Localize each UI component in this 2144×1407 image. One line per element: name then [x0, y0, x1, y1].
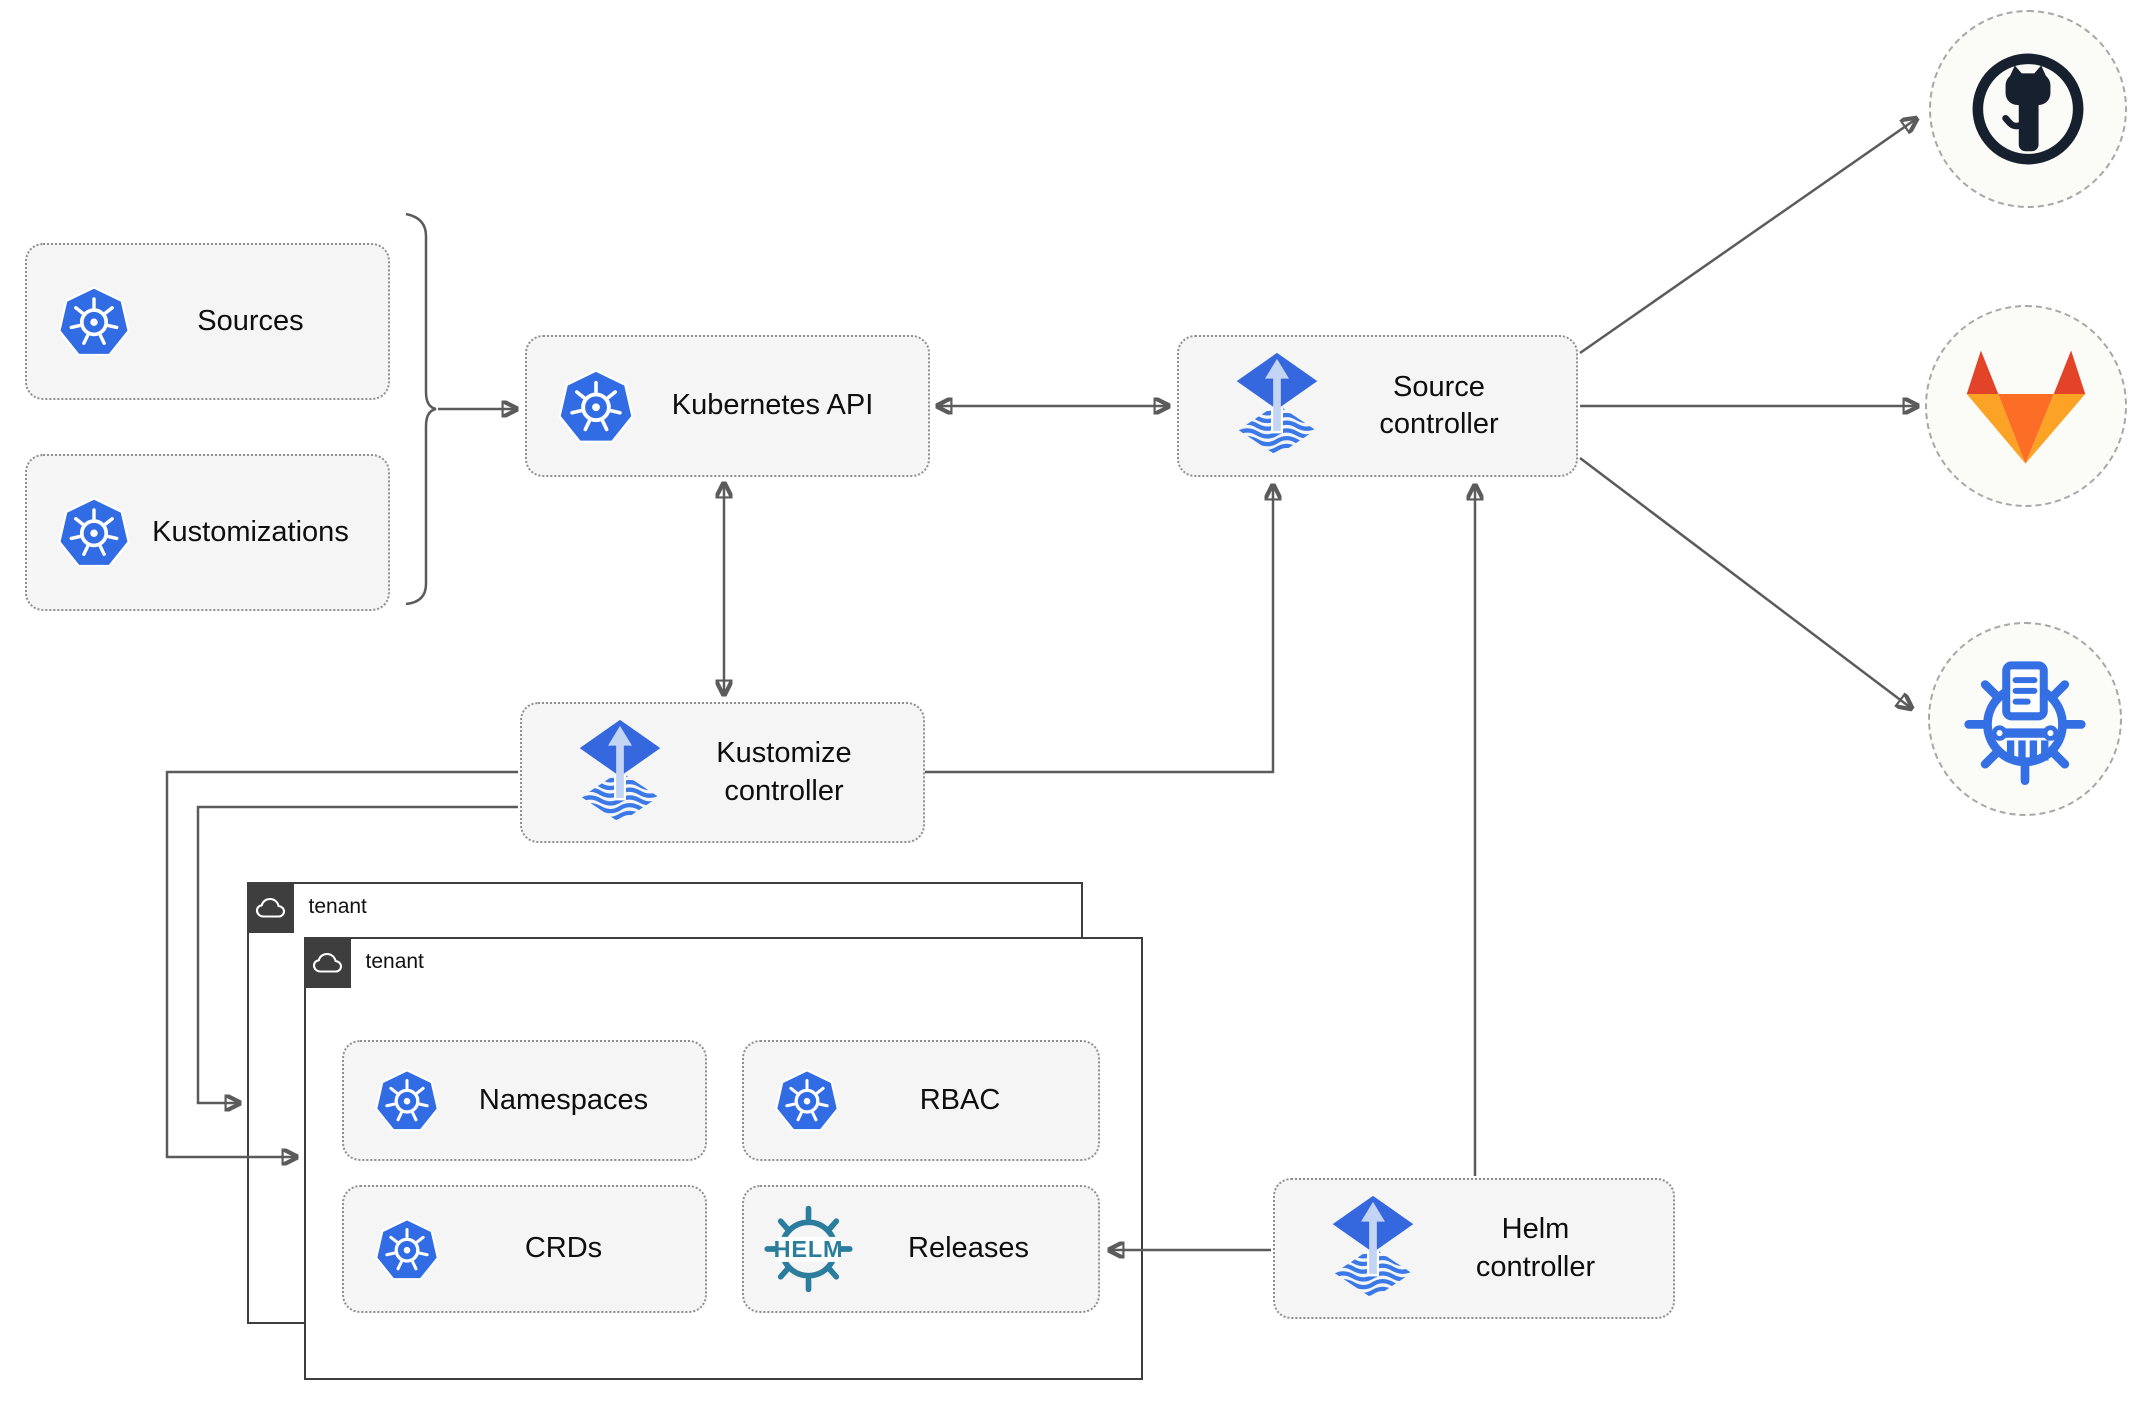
node-source-controller: Source controller [1177, 335, 1578, 477]
endpoint-chartmuseum [1928, 622, 2122, 816]
node-crds: CRDs [342, 1185, 707, 1313]
node-releases: HELM Releases [742, 1185, 1100, 1313]
node-namespaces-label: Namespaces [478, 1083, 649, 1116]
node-helm-controller-label: Helm controller [1475, 1213, 1596, 1283]
node-namespaces: Namespaces [342, 1040, 707, 1161]
node-releases-label: Releases [908, 1232, 1029, 1265]
endpoint-github [1929, 10, 2127, 208]
edge-brace [405, 212, 437, 606]
kubernetes-icon [557, 368, 635, 444]
node-kustomizations: Kustomizations [25, 454, 390, 611]
endpoint-gitlab [1925, 305, 2127, 507]
edge-source-to-chartmuseum [1579, 457, 1911, 708]
node-kubernetes-api-label: Kubernetes API [671, 389, 874, 422]
chartmuseum-icon [1958, 652, 2092, 786]
cloud-icon [312, 952, 342, 973]
flux-icon [577, 719, 663, 827]
kubernetes-icon [57, 286, 131, 357]
kubernetes-icon [774, 1069, 840, 1132]
node-crds-label: CRDs [524, 1232, 603, 1265]
node-rbac: RBAC [742, 1040, 1100, 1161]
tenant-inner-label: tenant [365, 949, 424, 973]
tenant-outer-header: tenant [246, 881, 367, 933]
edge-source-to-github [1579, 119, 1916, 355]
node-kustomize-controller: Kustomize controller [520, 702, 925, 843]
node-kubernetes-api: Kubernetes API [525, 335, 930, 477]
edge-kustomize-to-source-controller [925, 486, 1273, 774]
node-sources: Sources [25, 243, 390, 400]
cloud-icon [255, 897, 285, 918]
flux-icon [1330, 1195, 1416, 1303]
node-rbac-label: RBAC [919, 1083, 1001, 1116]
github-icon [1962, 43, 2094, 175]
tenant-outer-label: tenant [308, 894, 367, 918]
helm-wheel-text: HELM [774, 1236, 844, 1262]
gitlab-icon [1966, 350, 2086, 464]
tenant-outer-tab [246, 881, 294, 933]
node-kustomize-controller-label: Kustomize controller [716, 737, 852, 807]
node-kustomizations-label: Kustomizations [152, 515, 349, 548]
node-source-controller-label: Source controller [1379, 370, 1499, 440]
node-sources-label: Sources [197, 304, 304, 337]
flux-icon [1234, 352, 1320, 460]
tenant-inner-tab [303, 936, 351, 988]
kubernetes-icon [374, 1069, 440, 1132]
kubernetes-icon [57, 497, 131, 568]
tenant-inner-header: tenant [303, 936, 424, 988]
helm-icon: HELM [760, 1203, 857, 1295]
kubernetes-icon [374, 1217, 440, 1281]
node-helm-controller: Helm controller [1273, 1178, 1675, 1319]
